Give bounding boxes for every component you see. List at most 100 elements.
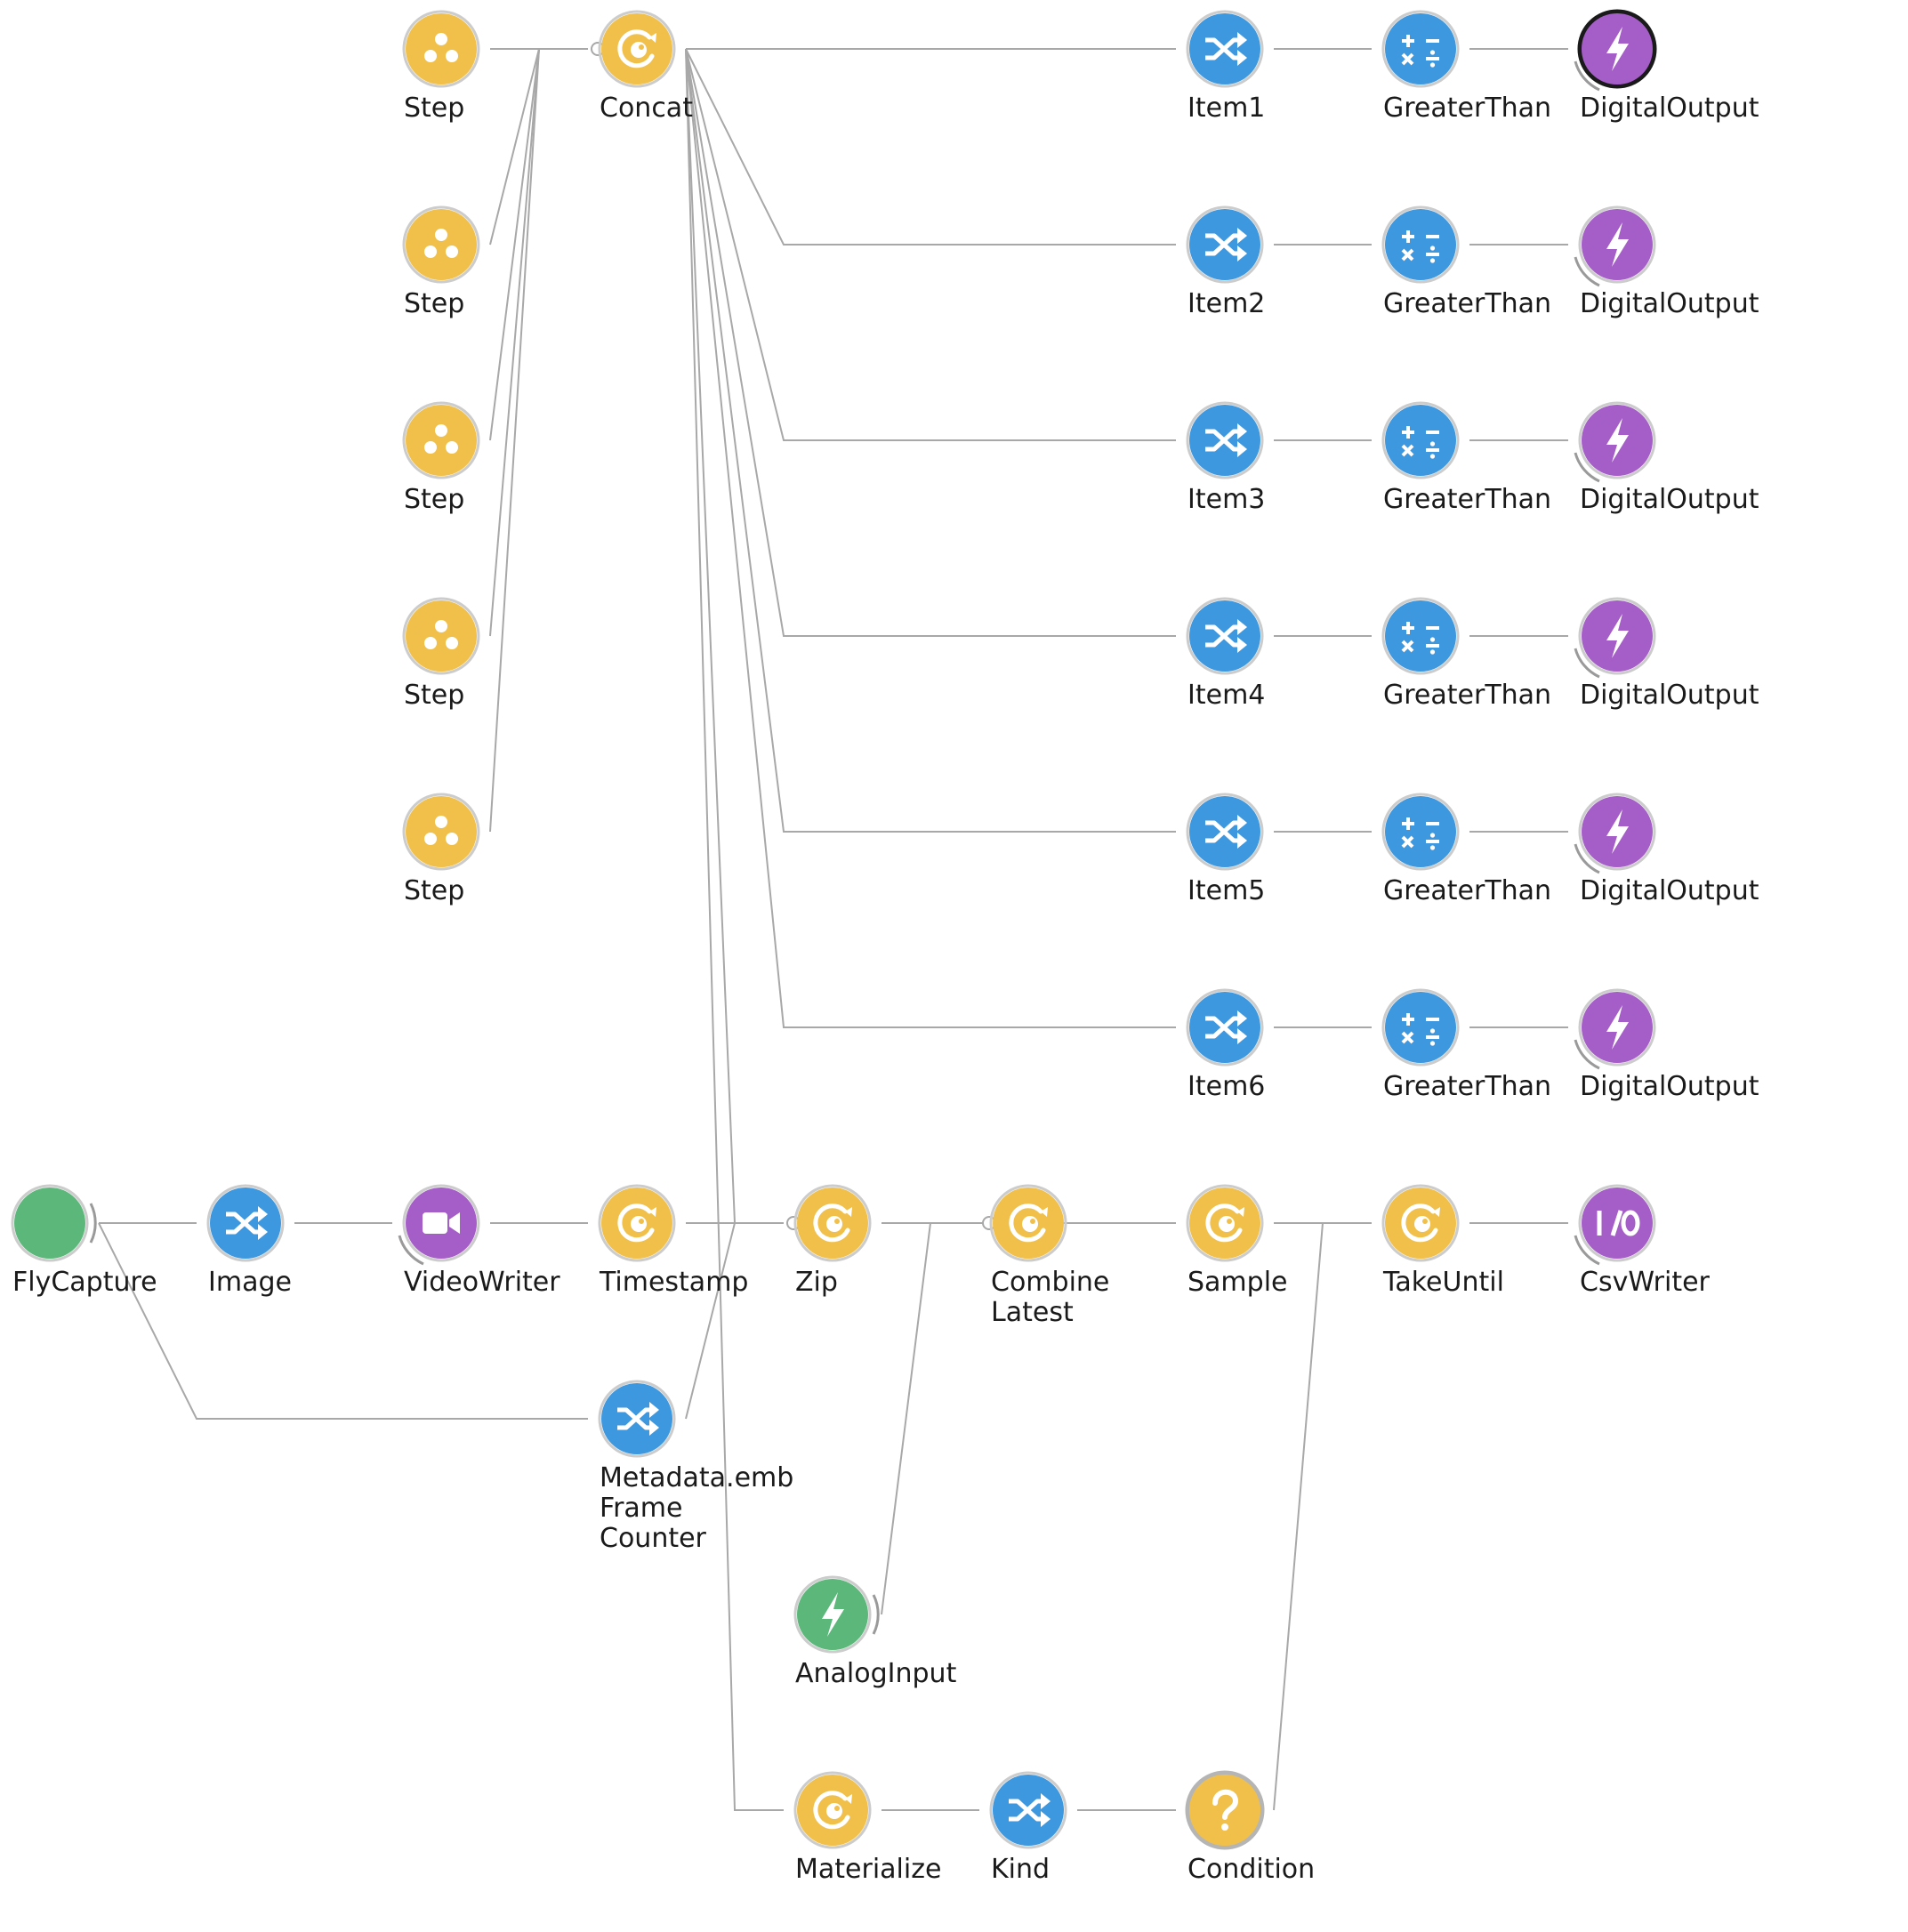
lightning-icon bbox=[1606, 809, 1629, 854]
item1-node[interactable]: Item1 bbox=[1186, 10, 1265, 124]
node-ring bbox=[1578, 401, 1656, 479]
connection-edge[interactable] bbox=[685, 48, 1176, 441]
node-label: Condition bbox=[1187, 1854, 1315, 1885]
node-circle bbox=[406, 405, 477, 476]
node-label: Step bbox=[404, 484, 464, 515]
concat-node[interactable]: Concat bbox=[598, 10, 693, 124]
node-label: GreaterThan bbox=[1383, 288, 1551, 319]
node-ring bbox=[1578, 597, 1656, 675]
step-node[interactable]: Step bbox=[402, 205, 480, 319]
node-ring bbox=[598, 1184, 676, 1262]
source-arc-icon bbox=[872, 1594, 880, 1635]
videowriter-node[interactable]: VideoWriter bbox=[398, 1184, 560, 1298]
node-ring bbox=[989, 1771, 1067, 1849]
sample-node[interactable]: Sample bbox=[1186, 1184, 1288, 1298]
node-label: Latest bbox=[991, 1297, 1074, 1328]
node-circle bbox=[1385, 600, 1456, 672]
rx-combinator-icon bbox=[813, 1791, 852, 1830]
shuffle-icon bbox=[617, 1402, 659, 1436]
node-ring bbox=[1578, 205, 1656, 284]
item2-node[interactable]: Item2 bbox=[1186, 205, 1265, 319]
node-ring bbox=[1578, 793, 1656, 871]
connection-edge[interactable] bbox=[685, 48, 784, 1811]
item3-node[interactable]: Item3 bbox=[1186, 401, 1265, 515]
digitaloutput-node[interactable]: DigitalOutput bbox=[1574, 793, 1759, 906]
step-node[interactable]: Step bbox=[402, 401, 480, 515]
connection-edge[interactable] bbox=[881, 1222, 979, 1615]
csvwriter-node[interactable]: CsvWriter bbox=[1574, 1184, 1711, 1298]
digitaloutput-node[interactable]: DigitalOutput bbox=[1574, 9, 1759, 124]
node-circle bbox=[1385, 209, 1456, 280]
connection-edge[interactable] bbox=[98, 1222, 588, 1420]
node-label: Item4 bbox=[1187, 680, 1265, 711]
greaterthan-node[interactable]: GreaterThan bbox=[1381, 597, 1551, 711]
step-node[interactable]: Step bbox=[402, 793, 480, 906]
item5-node[interactable]: Item5 bbox=[1186, 793, 1265, 906]
timestamp-node[interactable]: Timestamp bbox=[598, 1184, 748, 1298]
kind-node[interactable]: Kind bbox=[989, 1771, 1067, 1885]
analoginput-node[interactable]: AnalogInput bbox=[793, 1575, 957, 1689]
step-node[interactable]: Step bbox=[402, 10, 480, 124]
node-label: Kind bbox=[991, 1854, 1050, 1885]
node-label: Metadata.emb bbox=[600, 1462, 793, 1493]
node-label: DigitalOutput bbox=[1580, 288, 1759, 319]
rx-combinator-icon bbox=[1401, 1203, 1440, 1243]
node-ring bbox=[1577, 9, 1657, 89]
node-label: AnalogInput bbox=[795, 1658, 957, 1689]
node-label: Item1 bbox=[1187, 93, 1265, 124]
lightning-icon bbox=[1606, 418, 1629, 463]
digitaloutput-node[interactable]: DigitalOutput bbox=[1574, 401, 1759, 515]
greaterthan-node[interactable]: GreaterThan bbox=[1381, 793, 1551, 906]
math-operators-icon bbox=[1401, 426, 1439, 459]
greaterthan-node[interactable]: GreaterThan bbox=[1381, 10, 1551, 124]
node-ring bbox=[402, 597, 480, 675]
connection-edge[interactable] bbox=[489, 48, 588, 441]
connection-edge[interactable] bbox=[685, 48, 1176, 833]
image-node[interactable]: Image bbox=[206, 1184, 292, 1298]
connection-edge[interactable] bbox=[685, 48, 1176, 1028]
item4-node[interactable]: Item4 bbox=[1186, 597, 1265, 711]
connection-edge[interactable] bbox=[685, 1222, 784, 1420]
sink-arc-icon bbox=[1574, 648, 1600, 679]
node-ring bbox=[1381, 10, 1460, 88]
node-circle bbox=[14, 1187, 85, 1259]
lightning-icon bbox=[1606, 1005, 1629, 1050]
connection-edge[interactable] bbox=[685, 48, 1176, 246]
connection-edge[interactable] bbox=[489, 48, 588, 637]
step-icon bbox=[424, 620, 458, 649]
rx-combinator-icon bbox=[1205, 1203, 1244, 1243]
connection-edge[interactable] bbox=[685, 48, 784, 1224]
node-label: Combine bbox=[991, 1267, 1109, 1298]
connection-edge[interactable] bbox=[685, 48, 1176, 637]
takeuntil-node[interactable]: TakeUntil bbox=[1381, 1184, 1504, 1298]
node-label: Frame bbox=[600, 1493, 682, 1524]
flycapture-node[interactable]: FlyCapture bbox=[11, 1184, 157, 1298]
greaterthan-node[interactable]: GreaterThan bbox=[1381, 401, 1551, 515]
shuffle-icon bbox=[1205, 815, 1247, 849]
digitaloutput-node[interactable]: DigitalOutput bbox=[1574, 988, 1759, 1102]
node-ring bbox=[206, 1184, 285, 1262]
connection-edge[interactable] bbox=[489, 48, 588, 246]
zip-node[interactable]: Zip bbox=[793, 1184, 872, 1298]
digitaloutput-node[interactable]: DigitalOutput bbox=[1574, 597, 1759, 711]
item6-node[interactable]: Item6 bbox=[1186, 988, 1265, 1102]
digitaloutput-node[interactable]: DigitalOutput bbox=[1574, 205, 1759, 319]
node-label: Step bbox=[404, 680, 464, 711]
step-node[interactable]: Step bbox=[402, 597, 480, 711]
connection-edge[interactable] bbox=[489, 48, 588, 833]
node-ring bbox=[402, 205, 480, 284]
greaterthan-node[interactable]: GreaterThan bbox=[1381, 205, 1551, 319]
node-ring bbox=[1381, 793, 1460, 871]
greaterthan-node[interactable]: GreaterThan bbox=[1381, 988, 1551, 1102]
math-operators-icon bbox=[1401, 817, 1439, 850]
connection-edge[interactable] bbox=[1273, 1222, 1372, 1811]
materialize-node[interactable]: Materialize bbox=[793, 1771, 941, 1885]
node-ring bbox=[793, 1184, 872, 1262]
condition-node[interactable]: Condition bbox=[1185, 1770, 1315, 1885]
source-arc-icon bbox=[89, 1203, 97, 1244]
node-circle bbox=[1385, 13, 1456, 85]
